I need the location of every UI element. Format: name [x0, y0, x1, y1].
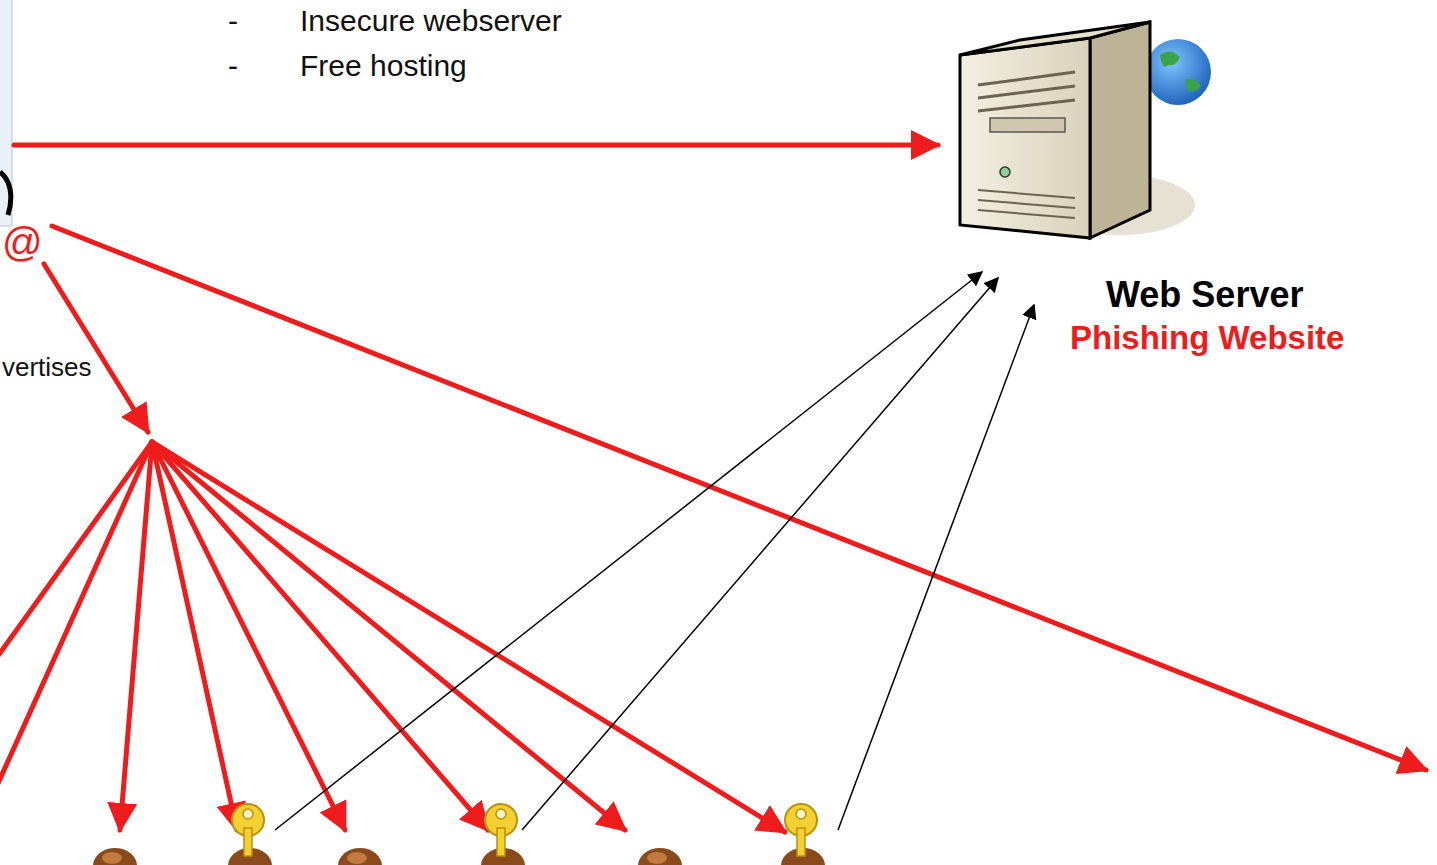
email-symbol: @: [2, 218, 43, 266]
server-icon: [960, 22, 1211, 238]
action-label: vertises: [0, 352, 94, 383]
server-subtitle: Phishing Website: [1070, 317, 1344, 358]
note-text: Insecure webserver: [300, 3, 562, 39]
list-bullet: -: [228, 3, 238, 39]
server-title: Web Server: [1106, 272, 1344, 317]
credential-arrows: [275, 272, 1034, 830]
victim-icons: [93, 804, 825, 865]
list-bullet: -: [228, 48, 238, 84]
note-text: Free hosting: [300, 48, 467, 84]
attacker-picture: [0, 0, 12, 226]
red-arrows: [0, 145, 1426, 832]
server-node: Web ServerPhishing Website: [1062, 272, 1344, 358]
